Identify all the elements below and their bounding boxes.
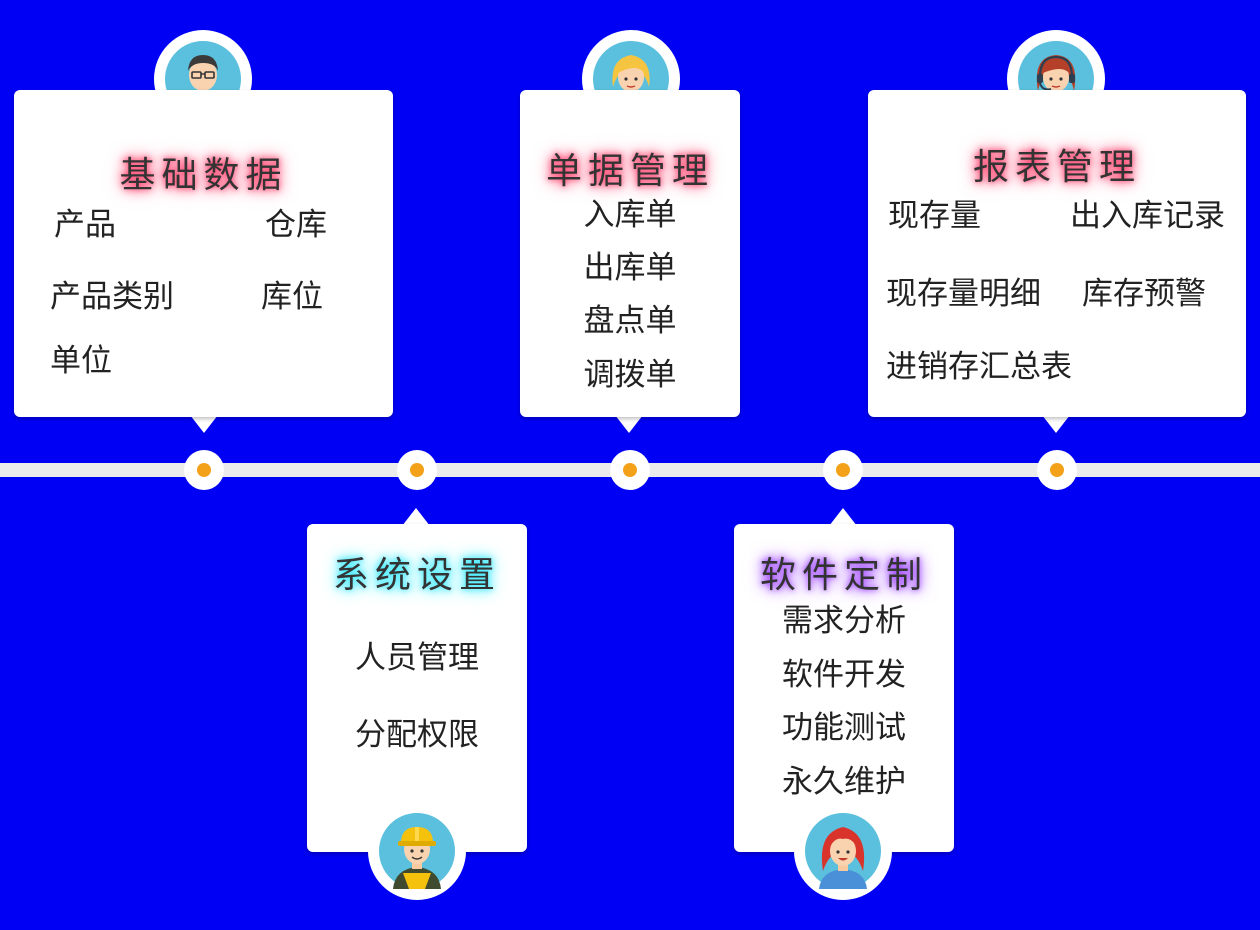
timeline-node-system-settings xyxy=(397,450,437,490)
timeline-node-document-management xyxy=(610,450,650,490)
list-item: 库位 xyxy=(261,279,323,315)
card-title: 单据管理 xyxy=(545,151,714,192)
node-dot xyxy=(1050,463,1064,477)
list-item: 调拨单 xyxy=(583,357,677,393)
card-pointer xyxy=(615,415,643,433)
card-title: 系统设置 xyxy=(332,555,501,596)
avatar-software-customization xyxy=(794,802,892,900)
card-software-customization: 软件定制 需求分析 软件开发 功能测试 永久维护 xyxy=(734,524,954,852)
list-item: 产品 xyxy=(54,207,116,243)
card-basic-data: 基础数据 产品 仓库 产品类别 库位 单位 xyxy=(14,90,393,417)
list-item: 软件开发 xyxy=(782,657,906,693)
list-item: 出入库记录 xyxy=(1070,198,1225,234)
list-item: 进销存汇总表 xyxy=(886,349,1072,385)
list-item: 功能测试 xyxy=(782,710,906,746)
node-dot xyxy=(197,463,211,477)
card-title: 基础数据 xyxy=(119,155,288,196)
list-item: 现存量明细 xyxy=(886,276,1041,312)
list-item: 产品类别 xyxy=(50,279,174,315)
list-item: 出库单 xyxy=(583,250,677,286)
card-report-management: 报表管理 现存量 出入库记录 现存量明细 库存预警 进销存汇总表 xyxy=(868,90,1246,417)
list-item: 盘点单 xyxy=(583,303,677,339)
node-dot xyxy=(836,463,850,477)
list-item: 入库单 xyxy=(583,197,677,233)
card-title: 软件定制 xyxy=(759,555,928,596)
node-dot xyxy=(623,463,637,477)
list-item: 现存量 xyxy=(888,198,981,234)
list-item: 永久维护 xyxy=(782,764,906,800)
construction-worker-avatar-icon xyxy=(379,813,455,889)
avatar-system-settings xyxy=(368,802,466,900)
list-item: 需求分析 xyxy=(782,603,906,639)
list-item: 分配权限 xyxy=(355,717,479,753)
list-item: 仓库 xyxy=(265,207,327,243)
list-item: 库存预警 xyxy=(1082,276,1206,312)
red-haired-woman-avatar-icon xyxy=(805,813,881,889)
timeline-node-basic-data xyxy=(184,450,224,490)
list-item: 人员管理 xyxy=(355,640,479,676)
card-pointer xyxy=(1042,415,1070,433)
card-document-management: 单据管理 入库单 出库单 盘点单 调拨单 xyxy=(520,90,740,417)
timeline-node-report-management xyxy=(1037,450,1077,490)
card-pointer xyxy=(402,508,430,526)
list-item: 单位 xyxy=(50,343,112,379)
node-dot xyxy=(410,463,424,477)
card-system-settings: 系统设置 人员管理 分配权限 xyxy=(307,524,527,852)
card-pointer xyxy=(190,415,218,433)
card-pointer xyxy=(829,508,857,526)
timeline-node-software-customization xyxy=(823,450,863,490)
card-title: 报表管理 xyxy=(972,147,1141,188)
